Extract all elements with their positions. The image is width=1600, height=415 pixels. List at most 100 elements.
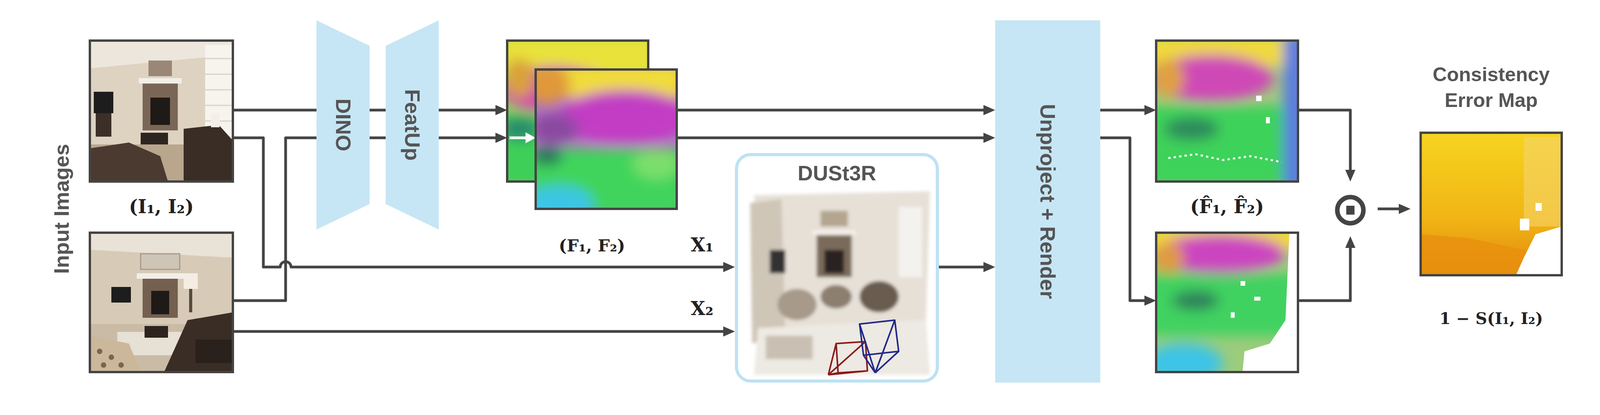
- rendered-feature: [1164, 117, 1220, 141]
- feature-map: [535, 113, 579, 145]
- connector-arrow: [232, 330, 730, 334]
- node-label: Consistency Error Map: [1410, 61, 1572, 113]
- rendered-feature: [1156, 234, 1286, 274]
- dust3r-box: DUSt3R: [734, 153, 939, 383]
- input-photo: [195, 339, 233, 364]
- feature-map: [535, 69, 571, 104]
- input-photo: [148, 60, 172, 77]
- connector-arrow: [1297, 110, 1351, 177]
- rendered-feature: [1242, 232, 1298, 373]
- node-label: FeatUp: [400, 89, 425, 161]
- input-photo: [205, 89, 233, 91]
- point-cloud: [816, 235, 852, 278]
- feature-map: [507, 117, 540, 141]
- input-photo: [142, 83, 178, 131]
- rendered-feature: [1156, 40, 1298, 182]
- point-cloud: [824, 250, 844, 274]
- inner-arrow: [509, 132, 536, 144]
- rendered-feature: [1156, 54, 1274, 102]
- inner-arrow: [509, 136, 528, 140]
- rendered-feature: [1156, 40, 1298, 182]
- point-cloud: [820, 285, 852, 309]
- connector-arrow: [438, 109, 502, 112]
- point-cloud: [859, 281, 899, 313]
- rendered-feature: [1156, 273, 1298, 337]
- point-cloud: [777, 289, 817, 321]
- input-photo: [183, 125, 233, 182]
- error-map: [1420, 132, 1562, 276]
- node-label: ⊙: [1330, 185, 1371, 233]
- connector-arrow: [369, 109, 386, 112]
- node-label: DUSt3R: [797, 160, 876, 186]
- feature-map: [535, 69, 677, 210]
- rendered-feature: [1156, 232, 1298, 373]
- connector-arrow: [1377, 207, 1406, 211]
- input-photo: [96, 348, 103, 355]
- connector-arrow: [938, 266, 990, 269]
- feature-map: [632, 148, 677, 180]
- point-cloud: [754, 320, 930, 376]
- input-photo: [140, 253, 180, 270]
- input-photo: [205, 105, 233, 107]
- inner-arrow: [525, 132, 536, 144]
- rendered-feature: [1230, 312, 1235, 319]
- rendered-feature: [1256, 95, 1262, 102]
- photo-frame: [89, 40, 233, 182]
- error-map-panel: Consistency Error Map 1 − S(I₁, I₂): [1410, 61, 1572, 329]
- input-photo: [89, 232, 233, 373]
- point-cloud: [765, 336, 813, 360]
- camera-frustum: [828, 341, 868, 376]
- rendered-feature: [1168, 154, 1282, 163]
- connector-arrow: [232, 109, 317, 112]
- input-photo: [144, 326, 169, 338]
- feature-map: [535, 69, 677, 210]
- rendered-feature: [1265, 117, 1270, 124]
- point-cloud: [812, 230, 856, 236]
- input-photo: [95, 113, 112, 137]
- input-photo: [151, 291, 170, 315]
- rendered-feature: [1156, 58, 1184, 98]
- node-label: Unproject + Render: [1035, 103, 1060, 300]
- photo-frame: [89, 232, 233, 373]
- connector-arrow: [438, 136, 502, 140]
- input-photo: [189, 289, 193, 313]
- error-map: [1515, 226, 1562, 276]
- error-map: [1519, 218, 1530, 231]
- product-symbol: ⊙: [1322, 181, 1378, 237]
- connector-arrow: [1100, 137, 1151, 301]
- connector-arrow: [1297, 241, 1351, 301]
- rendered-frame: [1156, 232, 1298, 373]
- feature-map: [535, 185, 594, 210]
- error-map: [1420, 132, 1562, 276]
- input-photo: [183, 273, 198, 290]
- camera-frustum: [828, 320, 899, 376]
- rendered-feature: [1156, 242, 1184, 274]
- input-photo: [205, 58, 233, 60]
- input-photo: [150, 97, 170, 126]
- input-photo: [205, 73, 233, 76]
- input-photo: [111, 287, 131, 303]
- side-label: Input Images: [49, 143, 74, 274]
- error-map-frame: [1420, 132, 1562, 276]
- input-photo: [89, 40, 233, 182]
- node-label: (F₁, F₂): [558, 235, 626, 257]
- input-photo: [89, 142, 169, 182]
- input-photo: [210, 113, 220, 128]
- unproject-render-box: Unproject + Render: [995, 20, 1101, 383]
- feature-map: [535, 146, 563, 167]
- feature-frame: [535, 69, 677, 210]
- rendered-feature: [1254, 296, 1261, 301]
- input-photo: [138, 78, 182, 84]
- shape-fill: [385, 20, 439, 230]
- connector-arrow: [1100, 109, 1151, 112]
- node-label: DINO: [330, 98, 356, 152]
- rendered-feature: [1156, 105, 1298, 182]
- connector-arrow: [676, 109, 990, 112]
- node-label: 1 − S(I₁, I₂): [1439, 308, 1543, 329]
- point-cloud: [750, 191, 930, 376]
- rendered-frame: [1156, 40, 1298, 182]
- input-photo: [108, 354, 115, 361]
- rendered-feature: [1240, 281, 1246, 287]
- input-photo: [164, 312, 233, 373]
